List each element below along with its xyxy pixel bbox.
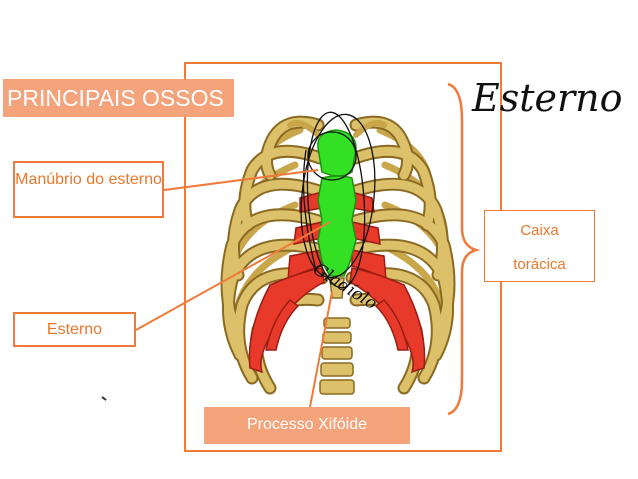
handwritten-esterno: Esterno [472,76,623,120]
xiphoid-process [329,277,345,299]
sternum-body [317,175,357,277]
stray-mark [101,396,107,401]
leader-esterno [135,221,331,331]
label-caixa-toracica: Caixa torácica [484,210,595,282]
manubrium [317,129,357,177]
section-title: PRINCIPAIS OSSOS [3,79,234,117]
caixa-brace [447,82,481,416]
leader-xifoide [309,291,333,408]
leader-lines [135,169,333,408]
caixa-line-1: Caixa [520,222,559,239]
caixa-line-2: torácica [513,256,566,273]
label-manubrio-do-esterno: Manúbrio do esterno [13,161,164,218]
leader-manubrio [163,169,319,191]
hand-drawn-ellipses [300,111,376,289]
sternum [317,129,357,299]
label-processo-xifoide: Processo Xifóide [204,407,410,444]
clavicles [287,120,387,138]
label-esterno: Esterno [13,312,136,347]
costal-cartilage [248,190,426,374]
spine [319,317,355,395]
